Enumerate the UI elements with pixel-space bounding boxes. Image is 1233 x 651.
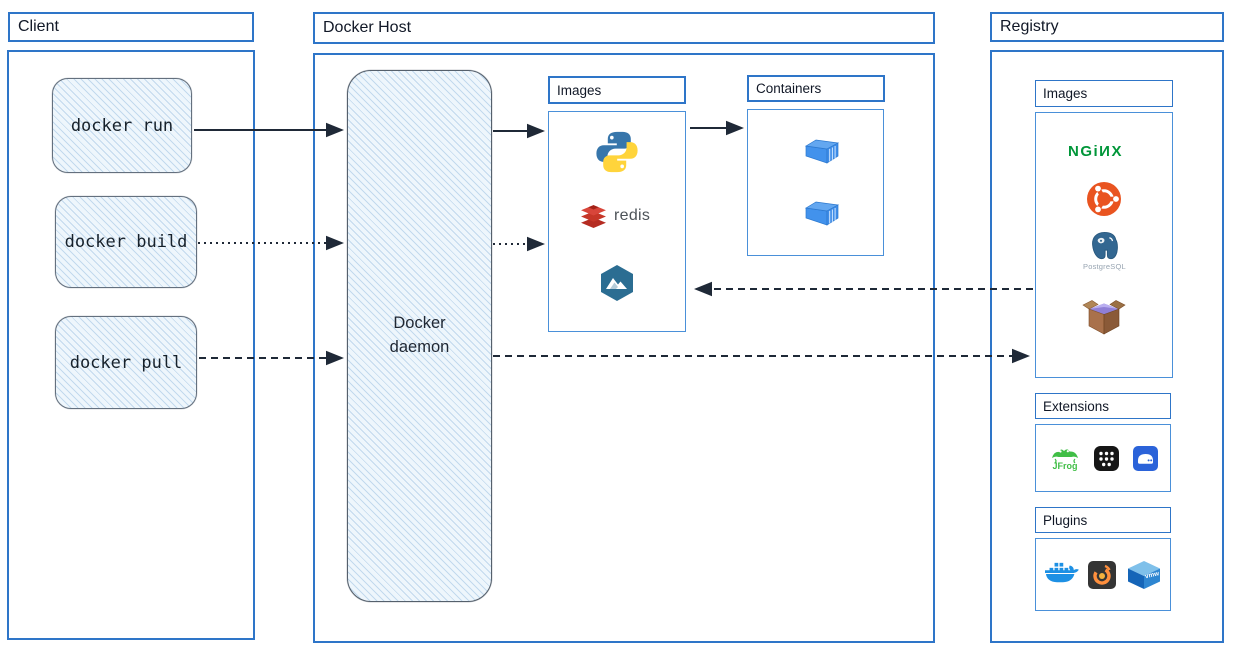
plugins-panel-body: vmw [1035,538,1171,611]
docker-pull-box: docker pull [55,316,197,409]
client-title-label: Client [18,18,59,35]
registry-title-label: Registry [1000,18,1059,35]
docker-build-label: docker build [64,232,188,252]
extensions-panel-label: Extensions [1035,393,1171,419]
registry-section-title: Registry [990,12,1224,42]
docker-host-section-title: Docker Host [313,12,935,44]
docker-run-box: docker run [52,78,192,173]
plugins-panel-label: Plugins [1035,507,1171,533]
container-icon [804,139,840,164]
docker-pull-label: docker pull [69,352,183,373]
client-section-title: Client [8,12,254,42]
host-images-title: Images [557,82,602,98]
containers-title: Containers [756,81,822,96]
ubuntu-logo [1087,182,1121,216]
redis-logo [581,205,606,228]
postgresql-logo [1092,231,1118,260]
svg-text:vmw: vmw [1144,570,1159,580]
busybox-logo [1082,300,1126,335]
jfrog-logo: JFrog [1051,449,1078,471]
docker-whale-logo [1044,561,1079,582]
registry-images-title: Images [1043,86,1088,101]
svg-text:JFrog: JFrog [1052,461,1077,471]
host-images-panel-label: Images [548,76,686,104]
grafana-logo [1088,560,1116,589]
vmware-logo: vmw [1127,560,1160,589]
docker-build-box: docker build [55,196,197,288]
containers-panel-body [747,109,884,256]
alpine-logo [601,265,633,301]
extensions-title: Extensions [1043,398,1110,414]
extensions-panel-body: JFrog [1035,424,1171,492]
postgresql-logo-text: PostgreSQL [1083,262,1126,271]
python-logo [596,131,638,173]
drive-app-icon [1132,445,1158,471]
containers-panel-label: Containers [747,75,885,102]
docker-host-title-label: Docker Host [323,19,412,36]
plugins-title: Plugins [1043,512,1088,528]
registry-images-panel-label: Images [1035,80,1173,107]
redis-logo-row: redis [580,203,650,228]
docker-run-label: docker run [70,115,174,136]
redis-logo-text: redis [614,206,651,224]
nginx-logo: NGiИX [1068,143,1123,160]
container-icon [804,201,840,226]
grid-app-icon [1094,445,1119,471]
docker-daemon-label: Docker daemon [389,314,450,356]
docker-daemon-box: Docker daemon [347,70,492,602]
